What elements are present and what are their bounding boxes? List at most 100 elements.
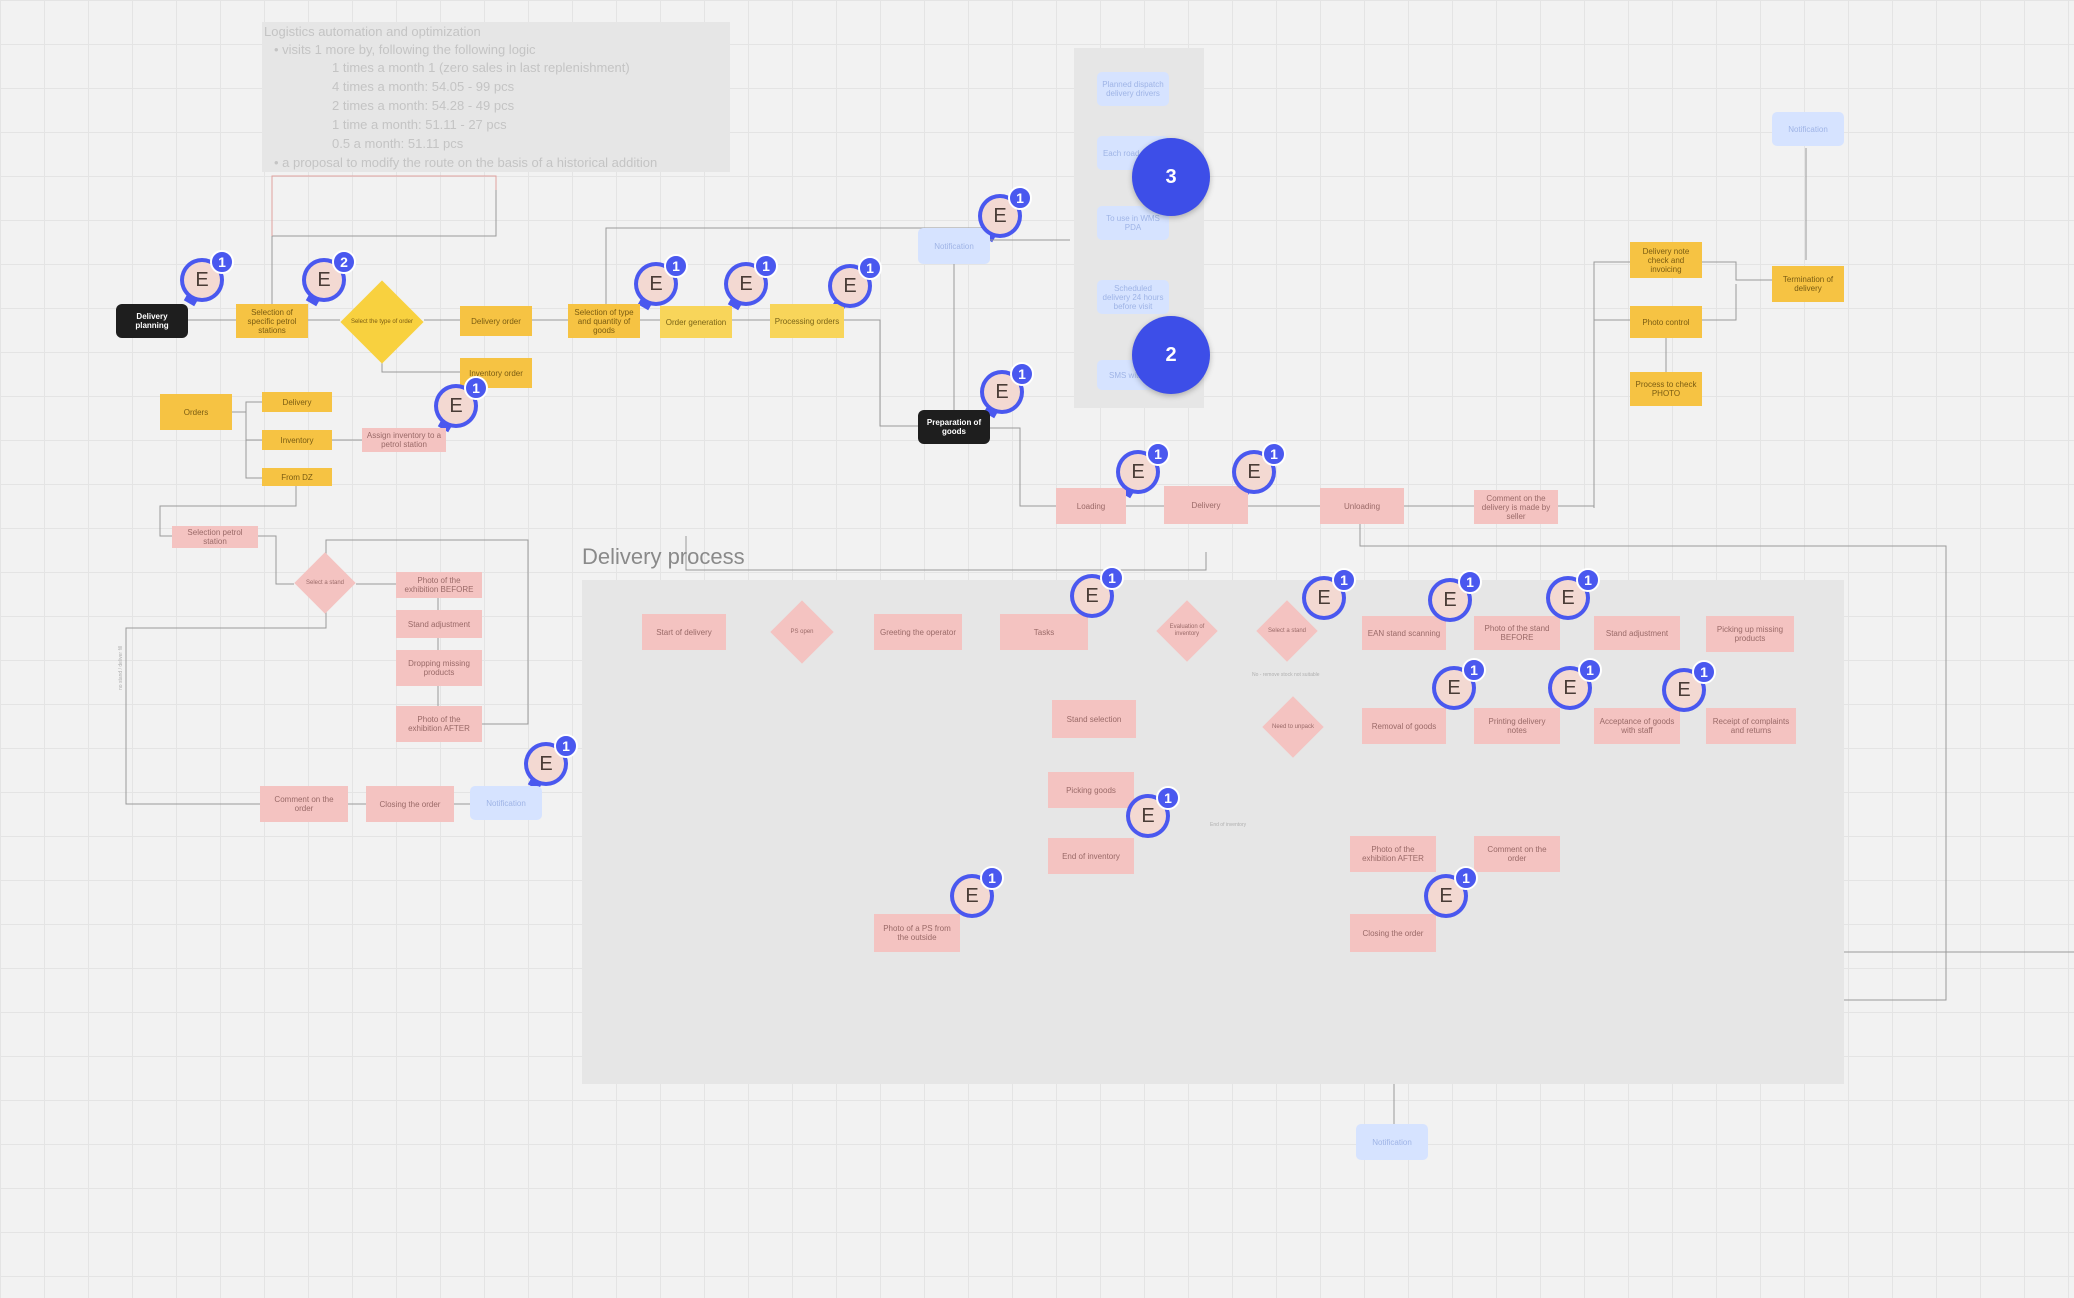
node-picking-missing[interactable]: Picking up missing products (1706, 616, 1794, 652)
node-picking-goods[interactable]: Picking goods (1048, 772, 1134, 808)
node-preparation-goods[interactable]: Preparation of goods (918, 410, 990, 444)
comment-count-badge: 1 (1576, 568, 1600, 592)
node-selection-petrol-stations[interactable]: Selection of specific petrol stations (236, 304, 308, 338)
comment-cluster-badge[interactable]: 2 (1132, 316, 1210, 395)
comment-count-badge: 1 (754, 254, 778, 278)
node-greeting-operator[interactable]: Greeting the operator (874, 614, 962, 650)
gray-node-scheduled[interactable]: Scheduled delivery 24 hours before visit (1097, 280, 1169, 314)
comment-count-badge: 1 (664, 254, 688, 278)
decision-ps-open[interactable]: PS open (770, 600, 834, 664)
node-orders-delivery[interactable]: Delivery (262, 392, 332, 412)
cluster-count: 3 (1165, 165, 1177, 188)
node-order-generation[interactable]: Order generation (660, 306, 732, 338)
node-photo-after-mid[interactable]: Photo of the exhibition AFTER (1350, 836, 1436, 872)
comment-count-badge: 1 (1010, 362, 1034, 386)
node-stand-adjustment-left[interactable]: Stand adjustment (396, 610, 482, 638)
node-photo-after-left[interactable]: Photo of the exhibition AFTER (396, 706, 482, 742)
notes-box[interactable]: Logistics automation and optimization • … (262, 22, 730, 172)
node-removal-goods[interactable]: Removal of goods (1362, 708, 1446, 744)
avatar-initial: E (528, 746, 564, 782)
decision-select-type[interactable]: Select the type of order (340, 280, 424, 364)
decision-evaluation-inventory[interactable]: Evaluation of inventory (1156, 600, 1218, 662)
node-photo-before-mid[interactable]: Photo of the stand BEFORE (1474, 616, 1560, 650)
node-ean-scanning[interactable]: EAN stand scanning (1362, 616, 1446, 650)
decision-select-stand-left[interactable]: Select a stand (294, 552, 356, 614)
node-selection-type-quantity[interactable]: Selection of type and quantity of goods (568, 304, 640, 338)
node-notification-left[interactable]: Notification (470, 786, 542, 820)
node-notification-bottom[interactable]: Notification (1356, 1124, 1428, 1160)
node-selection-petrol-station[interactable]: Selection petrol station (172, 526, 258, 548)
node-acceptance-goods[interactable]: Acceptance of goods with staff (1594, 708, 1680, 744)
comment-count-badge: 1 (1578, 658, 1602, 682)
node-closing-order-left[interactable]: Closing the order (366, 786, 454, 822)
notes-title: Logistics automation and optimization (264, 24, 481, 39)
comment-count-badge: 1 (1008, 186, 1032, 210)
node-orders-inventory[interactable]: Inventory (262, 430, 332, 450)
node-photo-before-left[interactable]: Photo of the exhibition BEFORE (396, 572, 482, 598)
comment-count-badge: 1 (1462, 658, 1486, 682)
node-processing-orders[interactable]: Processing orders (770, 304, 844, 338)
node-stand-adjustment-mid[interactable]: Stand adjustment (1594, 616, 1680, 650)
notes-line: • a proposal to modify the route on the … (274, 155, 658, 170)
node-delivery-mid[interactable]: Delivery (1164, 486, 1248, 524)
gray-node-planned-dispatch[interactable]: Planned dispatch delivery drivers (1097, 72, 1169, 106)
node-comment-seller[interactable]: Comment on the delivery is made by selle… (1474, 490, 1558, 524)
comment-count-badge: 1 (1458, 570, 1482, 594)
node-notification-right[interactable]: Notification (1772, 112, 1844, 146)
notes-line: 2 times a month: 54.28 - 49 pcs (332, 98, 515, 113)
comment-count-badge: 1 (1146, 442, 1170, 466)
comment-count-badge: 1 (1156, 786, 1180, 810)
node-photo-ps-outside[interactable]: Photo of a PS from the outside (874, 914, 960, 952)
comment-count-badge: 1 (464, 376, 488, 400)
decision-need-unpack[interactable]: Need to unpack (1262, 696, 1324, 758)
node-tasks[interactable]: Tasks (1000, 614, 1088, 650)
node-notification-top[interactable]: Notification (918, 228, 990, 264)
node-end-inventory[interactable]: End of inventory (1048, 838, 1134, 874)
node-start-delivery[interactable]: Start of delivery (642, 614, 726, 650)
node-receipt-complaints[interactable]: Receipt of complaints and returns (1706, 708, 1796, 744)
avatar-initial: E (832, 268, 868, 304)
comment-cluster-badge[interactable]: 3 (1132, 138, 1210, 217)
node-delivery-note-check[interactable]: Delivery note check and invoicing (1630, 242, 1702, 278)
comment-count-badge: 1 (1692, 660, 1716, 684)
node-printing-delivery[interactable]: Printing delivery notes (1474, 708, 1560, 744)
node-assign-inventory[interactable]: Assign inventory to a petrol station (362, 428, 446, 452)
node-termination-delivery[interactable]: Termination of delivery (1772, 266, 1844, 302)
decision-select-stand-mid[interactable]: Select a stand (1256, 600, 1318, 662)
node-process-check-photo[interactable]: Process to check PHOTO (1630, 372, 1702, 406)
node-comment-order-mid[interactable]: Comment on the order (1474, 836, 1560, 872)
node-photo-control[interactable]: Photo control (1630, 306, 1702, 338)
node-delivery-planning[interactable]: Delivery planning (116, 304, 188, 338)
node-unloading[interactable]: Unloading (1320, 488, 1404, 524)
node-stand-selection[interactable]: Stand selection (1052, 700, 1136, 738)
delivery-process-frame[interactable] (582, 580, 1844, 1084)
node-comment-order-left[interactable]: Comment on the order (260, 786, 348, 822)
node-dropping-missing[interactable]: Dropping missing products (396, 650, 482, 686)
node-loading[interactable]: Loading (1056, 488, 1126, 524)
node-closing-order-mid[interactable]: Closing the order (1350, 914, 1436, 952)
node-orders-from-dz[interactable]: From DZ (262, 468, 332, 486)
node-orders[interactable]: Orders (160, 394, 232, 430)
node-delivery-order[interactable]: Delivery order (460, 306, 532, 336)
